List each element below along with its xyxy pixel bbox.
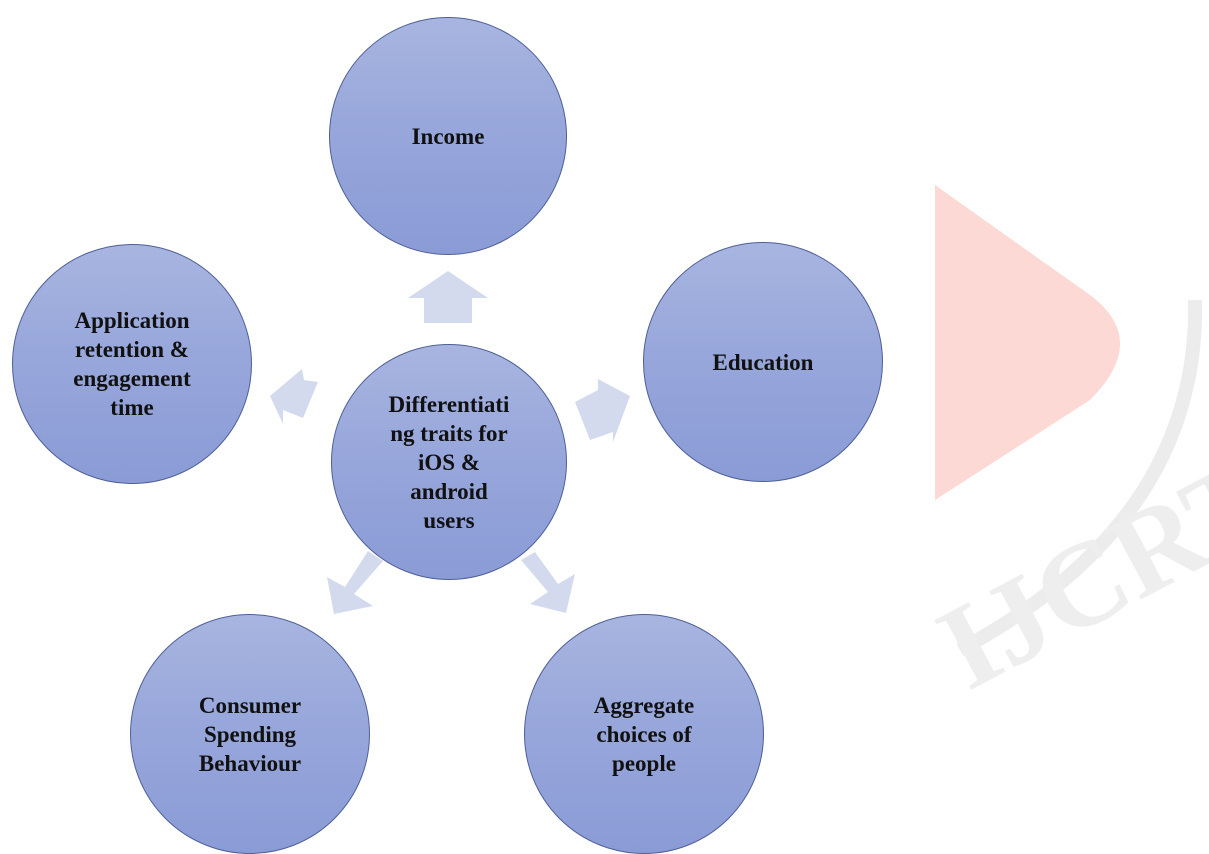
- node-education-label: Education: [712, 349, 814, 375]
- node-retention-label: Application retention & engagement time: [73, 308, 191, 420]
- node-center-label: Differentiati ng traits for iOS & androi…: [388, 391, 510, 533]
- arrow-to-retention: [270, 369, 318, 424]
- arrow-to-aggregate: [521, 552, 575, 613]
- arrow-to-education: [575, 379, 630, 442]
- node-education: Education: [643, 242, 883, 482]
- node-consumer-label: Consumer Spending Behaviour: [198, 692, 302, 776]
- arrow-to-income: [408, 271, 488, 323]
- arrow-to-consumer: [327, 551, 383, 614]
- node-income-label: Income: [411, 123, 485, 149]
- node-consumer-spending: Consumer Spending Behaviour: [130, 614, 370, 854]
- node-center: Differentiati ng traits for iOS & androi…: [331, 344, 567, 580]
- node-income: Income: [329, 17, 567, 255]
- node-application-retention: Application retention & engagement time: [12, 244, 252, 484]
- node-aggregate-label: Aggregate choices of people: [593, 692, 695, 776]
- node-aggregate-choices: Aggregate choices of people: [524, 614, 764, 854]
